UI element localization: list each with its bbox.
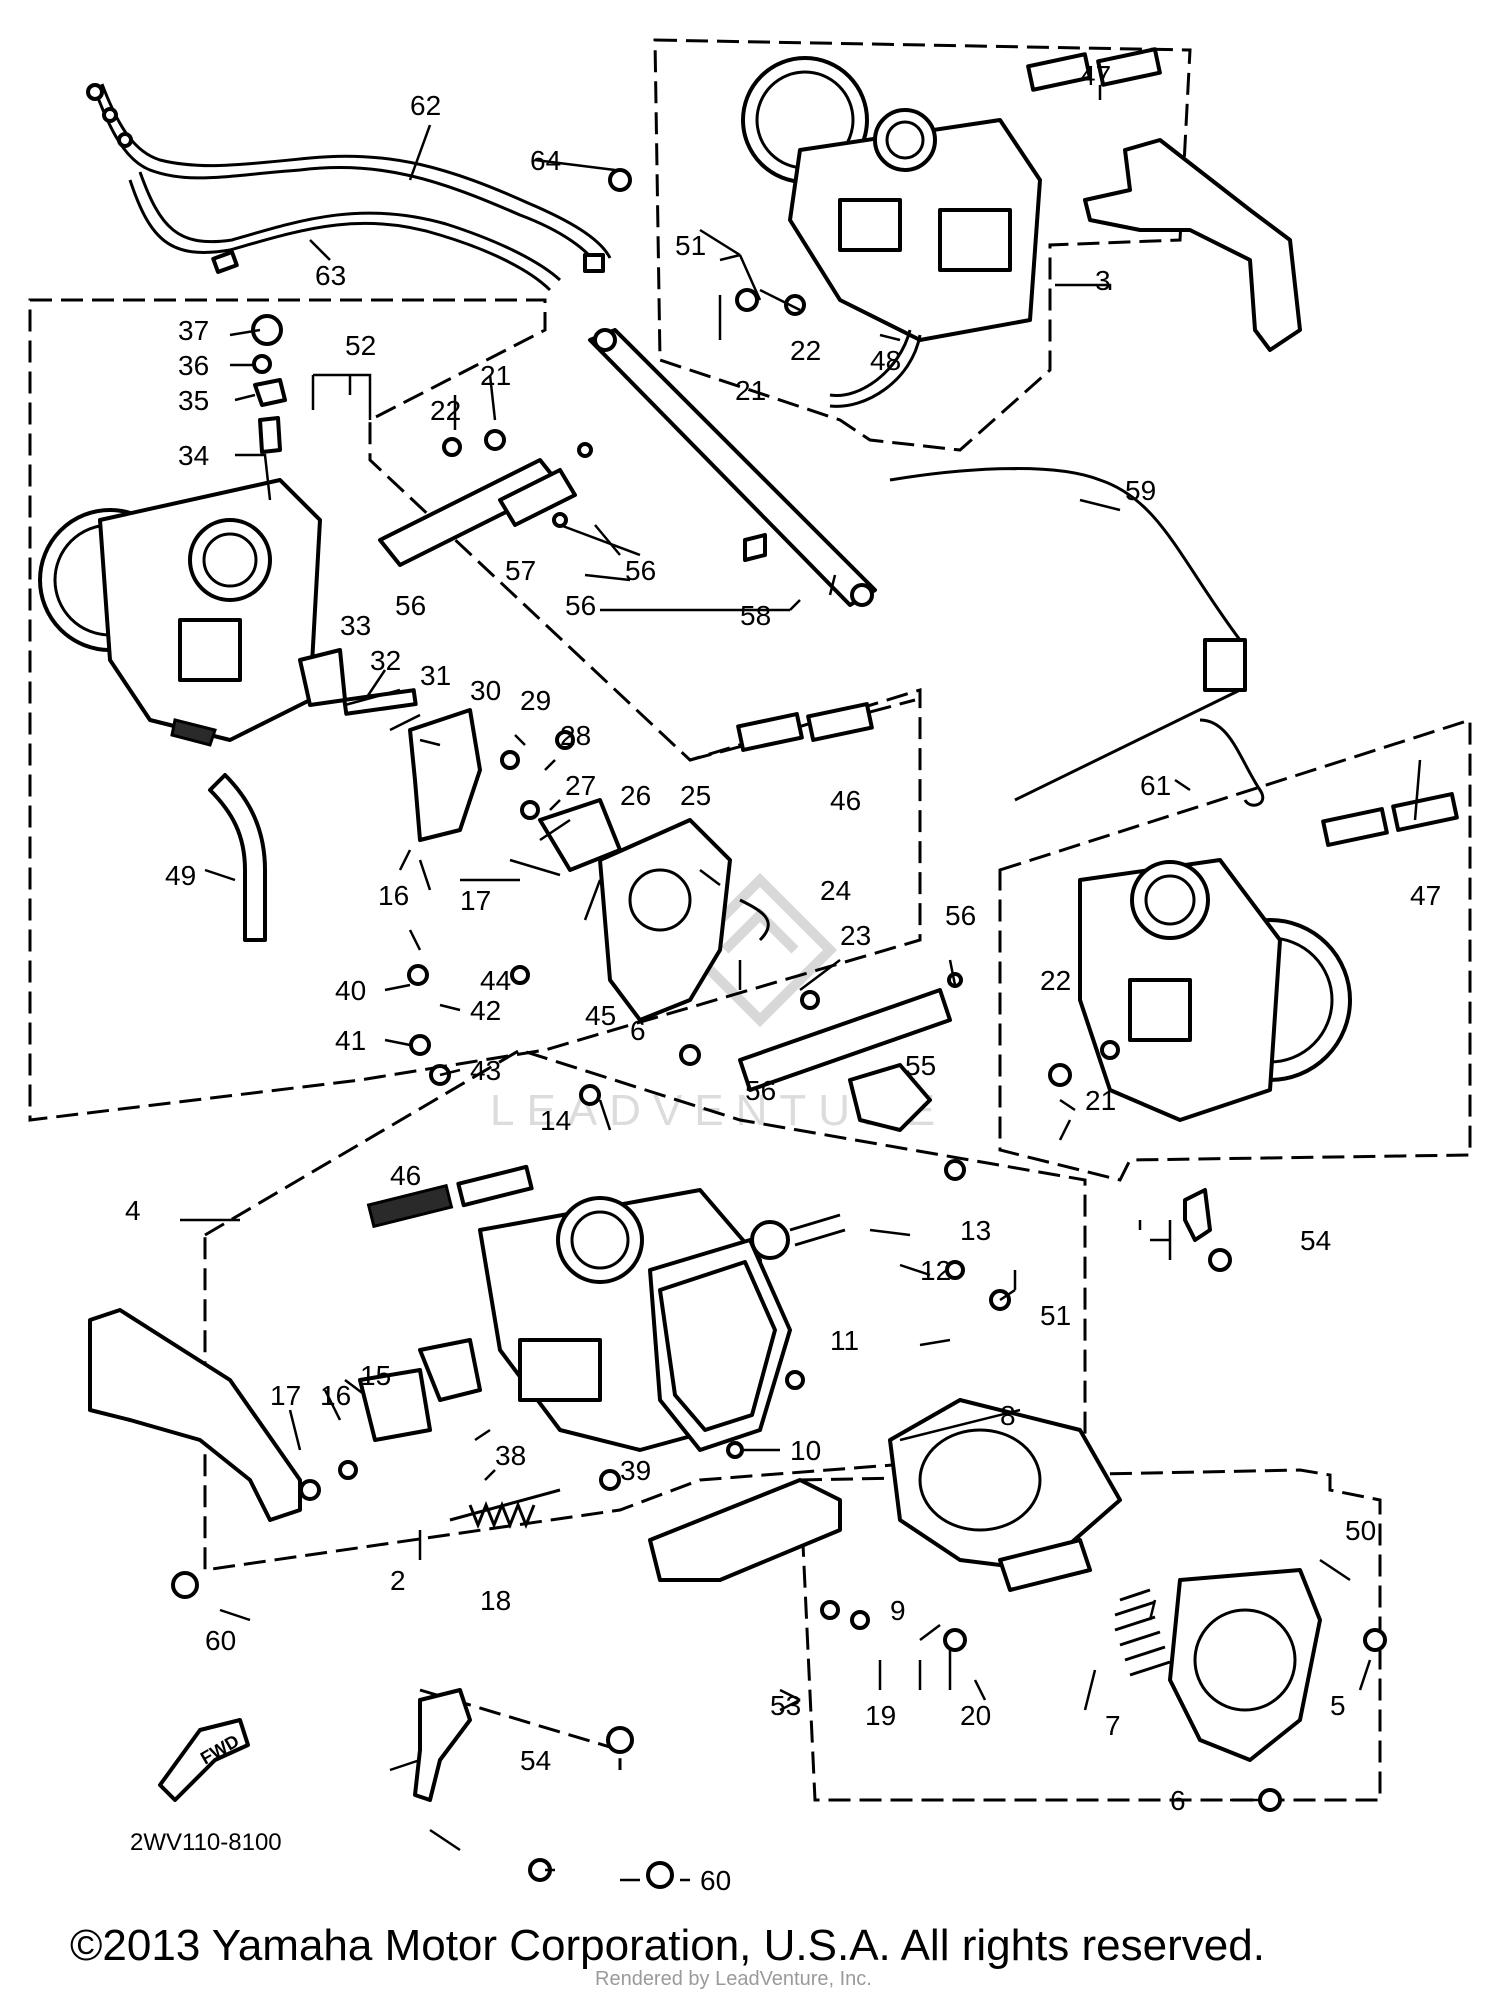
callout-52: 52 — [345, 330, 376, 361]
callout-8: 8 — [1000, 1400, 1016, 1431]
callout-4: 4 — [125, 1195, 141, 1226]
callout-39: 39 — [620, 1455, 651, 1486]
callout-63: 63 — [315, 260, 346, 291]
callout-6b: 6 — [1170, 1785, 1186, 1816]
callout-47b: 47 — [1410, 880, 1441, 911]
callout-22c: 22 — [1040, 965, 1071, 996]
callout-16a: 16 — [378, 880, 409, 911]
callout-9: 9 — [890, 1595, 906, 1626]
callout-61: 61 — [1140, 770, 1171, 801]
callout-21b: 21 — [735, 375, 766, 406]
carburetor-right — [1078, 858, 1352, 1242]
callout-6a: 6 — [630, 1015, 646, 1046]
throttle-linkage — [588, 328, 1265, 807]
callout-34: 34 — [178, 440, 209, 471]
carburetor-top-right — [741, 47, 1302, 408]
callout-15: 15 — [360, 1360, 391, 1391]
callout-43: 43 — [470, 1055, 501, 1086]
callout-25: 25 — [680, 780, 711, 811]
callout-56e: 56 — [745, 1075, 776, 1106]
callout-31: 31 — [420, 660, 451, 691]
callout-42: 42 — [470, 995, 501, 1026]
callout-56b: 56 — [395, 590, 426, 621]
callout-45: 45 — [585, 1000, 616, 1031]
watermark-logo-icon — [682, 872, 838, 1028]
callout-41: 41 — [335, 1025, 366, 1056]
callout-23: 23 — [840, 920, 871, 951]
callout-35: 35 — [178, 385, 209, 416]
callout-62: 62 — [410, 90, 441, 121]
callout-13: 13 — [960, 1215, 991, 1246]
callout-38: 38 — [495, 1440, 526, 1471]
callout-64: 64 — [530, 145, 561, 176]
callout-12: 12 — [920, 1255, 951, 1286]
callout-56a: 56 — [625, 555, 656, 586]
carburetor-left — [38, 478, 322, 942]
carburetor-bottom — [88, 1063, 932, 1530]
callout-labels: 2 3 4 5 6 6 7 8 9 10 11 12 13 14 15 16 1… — [125, 60, 1441, 1896]
copyright-text: ©2013 Yamaha Motor Corporation, U.S.A. A… — [70, 1921, 1265, 1970]
forward-arrow-icon: FWD — [158, 1718, 250, 1802]
callout-21c: 21 — [1085, 1085, 1116, 1116]
callout-47a: 47 — [1080, 60, 1111, 91]
callout-10: 10 — [790, 1435, 821, 1466]
callout-28: 28 — [560, 720, 591, 751]
callout-11: 11 — [830, 1325, 859, 1356]
callout-20: 20 — [960, 1700, 991, 1731]
callout-44: 44 — [480, 965, 511, 996]
callout-51b: 51 — [1040, 1300, 1071, 1331]
callout-51a: 51 — [675, 230, 706, 261]
callout-60a: 60 — [205, 1625, 236, 1656]
callout-33: 33 — [340, 610, 371, 641]
callout-7: 7 — [1105, 1710, 1121, 1741]
accelerator-pump-left — [298, 648, 770, 1022]
callout-22a: 22 — [430, 395, 461, 426]
callout-16b: 16 — [320, 1380, 351, 1411]
callout-40: 40 — [335, 975, 366, 1006]
callout-32: 32 — [370, 645, 401, 676]
callout-26: 26 — [620, 780, 651, 811]
callout-58: 58 — [740, 600, 771, 631]
callout-57: 57 — [505, 555, 536, 586]
callout-49: 49 — [165, 860, 196, 891]
top-cover-group — [648, 1398, 1322, 1762]
callout-2: 2 — [390, 1565, 406, 1596]
callout-59: 59 — [1125, 475, 1156, 506]
callout-48: 48 — [870, 345, 901, 376]
callout-36: 36 — [178, 350, 209, 381]
callout-21a: 21 — [480, 360, 511, 391]
callout-46b: 46 — [830, 785, 861, 816]
callout-56c: 56 — [565, 590, 596, 621]
part-code: 2WV110-8100 — [130, 1829, 282, 1856]
callout-17a: 17 — [460, 885, 491, 916]
callout-3: 3 — [1095, 265, 1111, 296]
joint-tubes — [366, 458, 1459, 1229]
callout-22b: 22 — [790, 335, 821, 366]
callout-54b: 54 — [520, 1745, 551, 1776]
callout-14: 14 — [540, 1105, 571, 1136]
callout-46a: 46 — [390, 1160, 421, 1191]
callout-50: 50 — [1345, 1515, 1376, 1546]
callout-53: 53 — [770, 1690, 801, 1721]
callout-24: 24 — [820, 875, 851, 906]
callout-5: 5 — [1330, 1690, 1346, 1721]
callout-27: 27 — [565, 770, 596, 801]
callout-17b: 17 — [270, 1380, 301, 1411]
callout-54a: 54 — [1300, 1225, 1331, 1256]
callout-19: 19 — [865, 1700, 896, 1731]
callout-60b: 60 — [700, 1865, 731, 1896]
callout-56d: 56 — [945, 900, 976, 931]
rendered-by-text: Rendered by LeadVenture, Inc. — [595, 1968, 872, 1990]
leader-lines — [180, 85, 1422, 1882]
callout-29: 29 — [520, 685, 551, 716]
callout-30: 30 — [470, 675, 501, 706]
callout-18: 18 — [480, 1585, 511, 1616]
fuel-hoses — [86, 83, 612, 292]
callout-55: 55 — [905, 1050, 936, 1081]
callout-37: 37 — [178, 315, 209, 346]
